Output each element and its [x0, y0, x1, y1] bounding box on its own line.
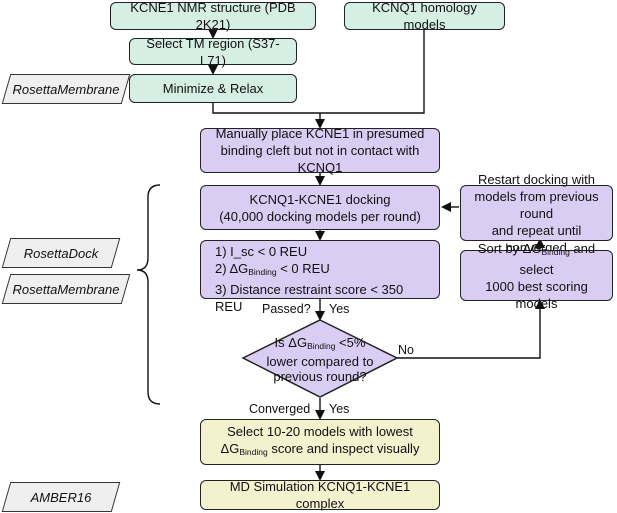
docking-box: KCNQ1-KCNE1 docking (40,000 docking mode… — [200, 185, 440, 230]
criteria-dg-pre: 2) ΔG — [215, 261, 249, 276]
restart-docking-box: Restart docking with models from previou… — [460, 172, 613, 255]
select-models-box: Select 10-20 models with lowest ΔGBindin… — [200, 419, 440, 465]
select-models-line1: Select 10-20 models with lowest — [227, 424, 413, 439]
sort-pre: Sort by ΔG — [477, 240, 542, 256]
minimize-relax-box: Minimize & Relax — [129, 74, 297, 103]
tag-amber: AMBER16 — [1, 482, 121, 512]
diamond-line2: lower compared to — [266, 354, 374, 369]
restart-line1: Restart docking with — [477, 171, 596, 187]
sort-post: and select — [519, 240, 596, 277]
connector-minimize-to-manual — [212, 102, 320, 114]
select-tm-box: Select TM region (S37-L71) — [129, 36, 297, 68]
criteria-distance: 3) Distance restraint score < 350 REU — [215, 282, 404, 314]
label-passed: Passed? — [262, 302, 311, 316]
select-models-pre: ΔG — [220, 441, 240, 456]
criteria-box: 1) I_sc < 0 REU 2) ΔGBinding < 0 REU 3) … — [200, 240, 440, 314]
kcnq1-homology-label: KCNQ1 homology models — [372, 0, 477, 32]
md-simulation-label: MD Simulation KCNQ1-KCNE1 complex — [229, 479, 411, 511]
criteria-isc: 1) I_sc < 0 REU — [215, 244, 308, 259]
tag-amber-label: AMBER16 — [30, 489, 92, 505]
criteria-dg-sub: Binding — [248, 267, 277, 277]
docking-line2: (40,000 docking models per round) — [219, 208, 421, 224]
manual-place-line2: binding cleft but not in contact with KC… — [220, 143, 420, 175]
sort-select-box: Sort by ΔGBinding and select 1000 best s… — [460, 241, 613, 311]
select-tm-label: Select TM region (S37-L71) — [146, 35, 280, 68]
tag-rosetta-membrane-mid-label: RosettaMembrane — [12, 281, 120, 297]
label-yes-passed: Yes — [329, 302, 350, 316]
nmr-structure-label: KCNE1 NMR structure (PDB 2K21) — [130, 0, 296, 32]
label-converged: Converged — [249, 402, 311, 416]
criteria-dg: 2) ΔGBinding < 0 REU — [215, 260, 330, 281]
decision-diamond-shape — [241, 319, 399, 398]
nmr-structure-box: KCNE1 NMR structure (PDB 2K21) — [110, 0, 316, 32]
tag-rosetta-membrane-top-label: RosettaMembrane — [12, 81, 120, 97]
tag-rosetta-dock: RosettaDock — [1, 238, 121, 268]
md-simulation-box: MD Simulation KCNQ1-KCNE1 complex — [200, 479, 440, 511]
select-models-line2: ΔGBinding score and inspect visually — [221, 440, 420, 461]
label-no: No — [398, 343, 414, 357]
criteria-dg-post: < 0 REU — [276, 261, 330, 276]
diamond-line1: Is ΔGBinding <5% — [258, 335, 382, 354]
diamond-line3: previous round? — [273, 369, 367, 384]
tag-rosetta-dock-label: RosettaDock — [23, 245, 99, 261]
diamond-line1-sub: Binding — [307, 341, 336, 351]
tag-rosetta-membrane-mid: RosettaMembrane — [1, 274, 131, 304]
arrow-diamond-to-sort — [397, 299, 545, 359]
manual-place-box: Manually place KCNE1 in presumed binding… — [200, 126, 440, 175]
restart-line2: models from previous round — [474, 188, 599, 221]
sort-sub: Binding — [541, 246, 570, 257]
sort-line1: Sort by ΔGBinding and select — [467, 240, 606, 278]
minimize-relax-label: Minimize & Relax — [162, 81, 264, 96]
label-yes-converged: Yes — [329, 402, 350, 416]
connector-homology-to-manual — [320, 29, 425, 114]
manual-place-line1: Manually place KCNE1 in presumed — [215, 126, 425, 141]
decision-diamond-text: Is ΔGBinding <5% lower compared to previ… — [258, 335, 382, 384]
tag-rosetta-membrane-top: RosettaMembrane — [1, 74, 131, 104]
curly-bracket — [136, 184, 161, 405]
diamond-line1-pre: Is ΔG — [274, 335, 308, 350]
select-models-sub: Binding — [239, 447, 268, 457]
sort-line2: 1000 best scoring models — [485, 278, 588, 311]
docking-line1: KCNQ1-KCNE1 docking — [249, 191, 391, 207]
select-models-post: score and inspect visually — [267, 441, 420, 456]
kcnq1-homology-box: KCNQ1 homology models — [344, 0, 505, 32]
diamond-line1-post: <5% — [335, 335, 366, 350]
